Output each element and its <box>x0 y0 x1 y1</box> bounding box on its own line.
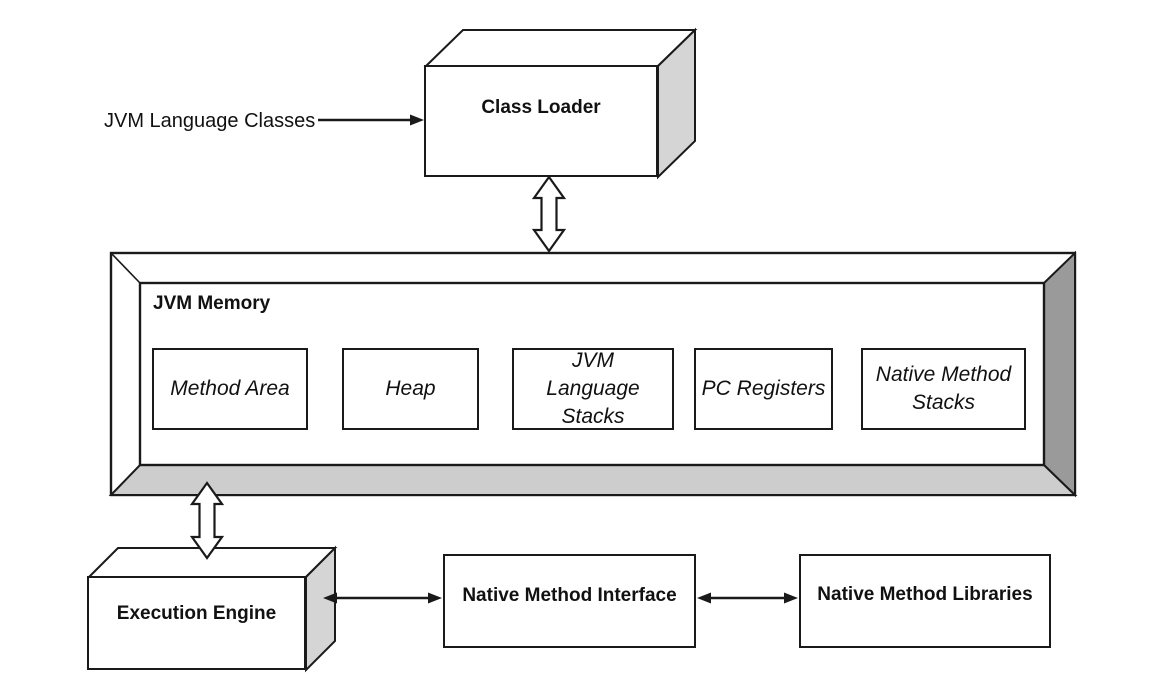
heap-label: Heap <box>385 377 436 400</box>
class-loader-label: Class Loader <box>481 97 601 118</box>
memory-area-heap: Heap <box>342 348 479 430</box>
engine-interface-right-arrowhead-icon <box>428 592 442 604</box>
native-method-libraries-label: Native Method Libraries <box>817 584 1033 605</box>
memory-area-pc-registers: PC Registers <box>694 348 833 430</box>
method-area-label: Method Area <box>170 377 290 400</box>
memory-area-native-method-stacks: Native Method Stacks <box>861 348 1026 430</box>
native-method-interface-label: Native Method Interface <box>462 585 677 606</box>
execution-engine-box: Execution Engine <box>87 576 306 670</box>
jvm-memory-execution-engine-double-arrow <box>189 481 225 560</box>
native-method-libraries-box: Native Method Libraries <box>799 554 1051 648</box>
jvm-memory-frame-right-bevel <box>1043 250 1076 498</box>
memory-area-method-area: Method Area <box>152 348 308 430</box>
interface-libraries-right-arrowhead-icon <box>784 592 798 604</box>
execution-engine-right-face <box>305 545 336 673</box>
interface-libraries-left-arrowhead-icon <box>697 592 711 604</box>
class-loader-jvm-memory-double-arrow <box>531 175 567 253</box>
jvm-memory-title: JVM Memory <box>153 293 271 314</box>
jvm-language-stacks-label: JVM Language Stacks <box>546 349 640 428</box>
jvm-memory-frame-corner-line <box>110 252 141 284</box>
jvm-language-classes-label: JVM Language Classes <box>104 110 316 132</box>
class-loader-box: Class Loader <box>424 65 658 177</box>
class-loader-right-face <box>657 27 696 180</box>
jvm-memory-frame-bottom-bevel <box>108 464 1078 496</box>
memory-area-jvm-language-stacks: JVM Language Stacks <box>512 348 674 430</box>
classes-to-class-loader-arrowhead-icon <box>410 114 424 126</box>
native-method-stacks-label: Native Method Stacks <box>875 363 1012 414</box>
class-loader-top-face <box>423 29 698 67</box>
engine-interface-left-arrowhead-icon <box>323 592 337 604</box>
pc-registers-label: PC Registers <box>701 377 826 400</box>
execution-engine-label: Execution Engine <box>116 603 277 624</box>
native-method-interface-box: Native Method Interface <box>443 554 696 648</box>
